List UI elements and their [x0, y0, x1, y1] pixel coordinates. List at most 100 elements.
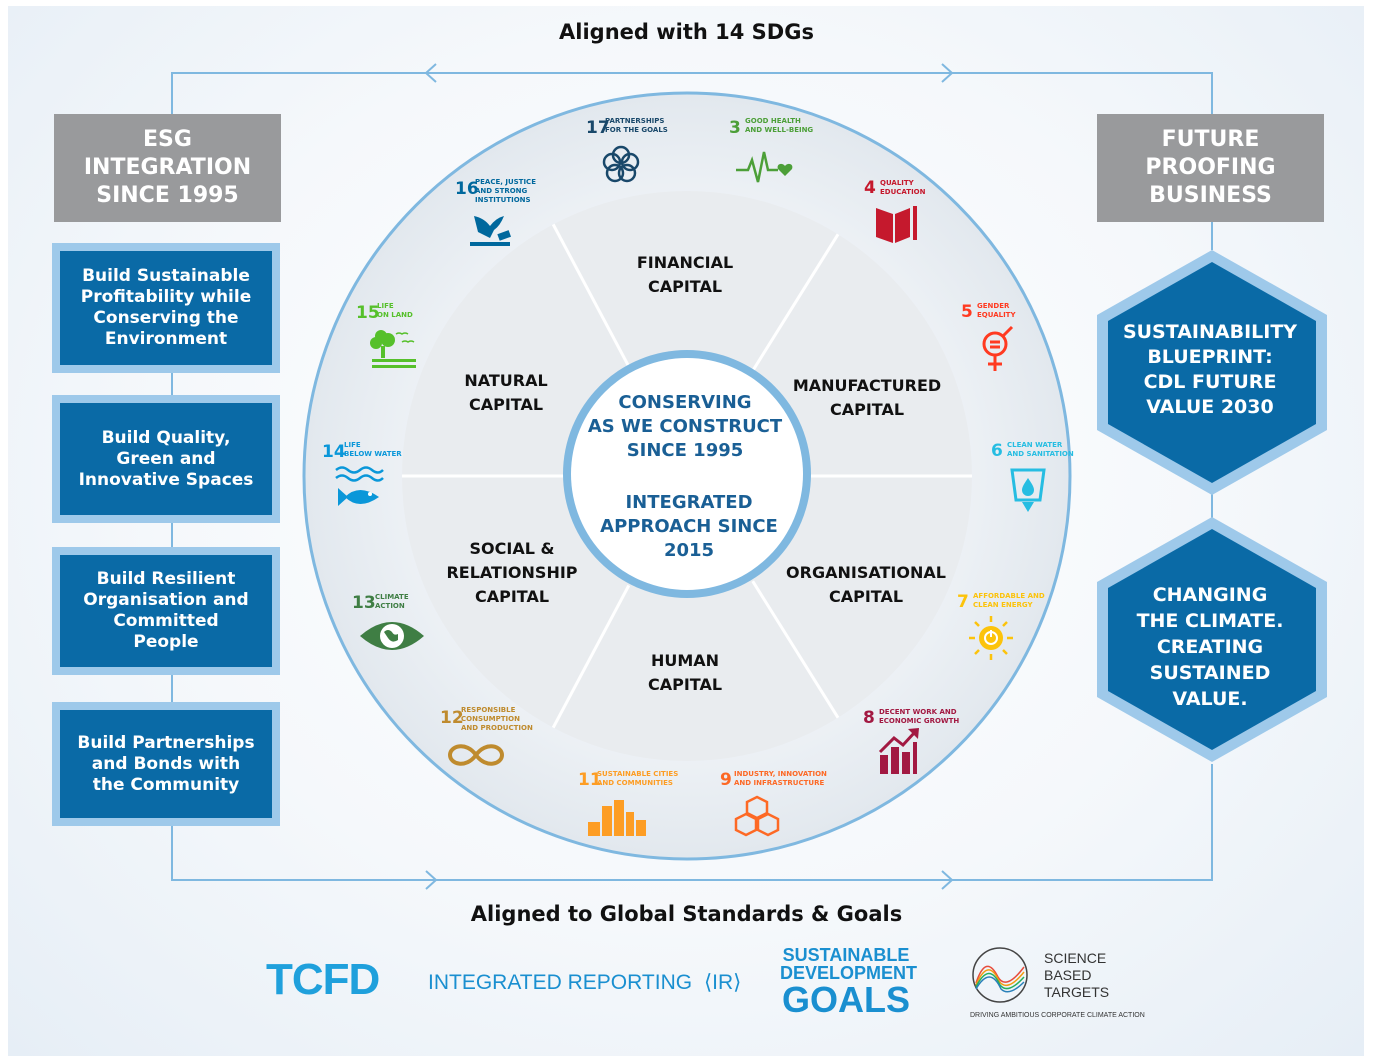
center-circle: [571, 358, 803, 590]
top-heading: Aligned with 14 SDGs: [559, 20, 814, 44]
sdg-13-number: 13: [352, 593, 376, 613]
sdg-6-label-1: CLEAN WATER: [1007, 441, 1063, 449]
hexagon-1: [1108, 262, 1316, 483]
fish-icon: [335, 466, 384, 506]
capital-manufactured-2: CAPITAL: [830, 400, 904, 419]
water-glass-icon: [1010, 468, 1046, 512]
capital-financial-1: FINANCIAL: [637, 253, 733, 272]
capital-natural-1: NATURAL: [464, 371, 547, 390]
sun-power-icon: [969, 616, 1013, 660]
capital-dividers: [402, 223, 972, 729]
center-line-1: CONSERVING: [618, 392, 751, 413]
sdg-6: 6 CLEAN WATER AND SANITATION: [991, 441, 1074, 512]
sdg-17-label-1: PARTNERSHIPS: [605, 117, 664, 125]
sdg-3-label-1: GOOD HEALTH: [745, 117, 801, 125]
gender-equality-icon: [982, 325, 1014, 371]
sdg-8-number: 8: [863, 708, 875, 728]
sdg-4-label-2: EDUCATION: [880, 188, 926, 196]
heartbeat-icon: [736, 151, 793, 183]
capital-manufactured-1: MANUFACTURED: [793, 376, 941, 395]
sdg-15-number: 15: [356, 303, 380, 323]
sdg-3-number: 3: [729, 118, 741, 138]
ir-mark-text: IR: [712, 971, 734, 994]
city-icon: [588, 800, 646, 836]
sdg-8-label-2: ECONOMIC GROWTH: [879, 717, 959, 725]
sbt-tagline: DRIVING AMBITIOUS CORPORATE CLIMATE ACTI…: [970, 1012, 1145, 1019]
sdg-16-label-1: PEACE, JUSTICE: [475, 178, 536, 186]
sdg-5-number: 5: [961, 302, 973, 322]
sdg-7-label-2: CLEAN ENERGY: [973, 601, 1033, 609]
sdg-5-label-1: GENDER: [977, 302, 1010, 310]
sdg-11: 11 SUSTAINABLE CITIES AND COMMUNITIES: [578, 770, 678, 836]
center-line-4: INTEGRATED: [625, 492, 752, 513]
pillar-box-4-text: Build Partnerships and Bonds with the Co…: [60, 710, 272, 818]
sdg-9-number: 9: [720, 770, 732, 790]
sdg-3-label-2: AND WELL-BEING: [745, 126, 813, 134]
pillar-box-2-text: Build Quality, Green and Innovative Spac…: [60, 403, 272, 515]
sdg-9: 9 INDUSTRY, INNOVATION AND INFRASTRUCTUR…: [720, 770, 827, 837]
sbt-swoosh-icon: [972, 947, 1028, 1003]
capital-natural-2: CAPITAL: [469, 395, 543, 414]
sdg-4-label-1: QUALITY: [880, 179, 915, 187]
sbt-line-1: SCIENCE: [1044, 950, 1107, 966]
sdg-8-label-1: DECENT WORK AND: [879, 708, 957, 716]
capital-social-1: SOCIAL &: [470, 539, 555, 558]
growth-chart-icon: [878, 728, 919, 774]
sdg-logo-line-3: GOALS: [781, 979, 910, 1020]
sdg-14: 14 LIFE BELOW WATER: [322, 441, 402, 506]
center-line-3: SINCE 1995: [627, 440, 744, 461]
capital-divider-5: [551, 584, 631, 729]
sdg-7-label-1: AFFORDABLE AND: [973, 592, 1045, 600]
hexagon-shapes: [1097, 250, 1327, 762]
sdg-4-number: 4: [864, 178, 876, 198]
cubes-icon: [734, 795, 780, 837]
tcfd-logo: TCFD: [266, 955, 380, 1004]
bottom-heading: Aligned to Global Standards & Goals: [470, 902, 903, 926]
sdg-11-label-2: AND COMMUNITIES: [597, 779, 673, 787]
sdg-15-label-2: ON LAND: [377, 311, 413, 319]
sbt-line-2: BASED: [1044, 967, 1092, 983]
sdg-9-label-1: INDUSTRY, INNOVATION: [734, 770, 827, 778]
sdg-12-label-3: AND PRODUCTION: [461, 724, 533, 732]
sdg-13: 13 CLIMATE ACTION: [352, 593, 424, 650]
sdg-14-number: 14: [322, 442, 346, 462]
sdg-12: 12 RESPONSIBLE CONSUMPTION AND PRODUCTIO…: [440, 706, 533, 766]
sdg-5: 5 GENDER EQUALITY: [961, 302, 1016, 371]
sdg-14-label-2: BELOW WATER: [344, 450, 402, 458]
sdg-16: 16 PEACE, JUSTICE AND STRONG INSTITUTION…: [455, 178, 536, 246]
capital-divider-4: [751, 580, 840, 719]
sdg-15: 15 LIFE ON LAND: [356, 302, 416, 368]
sdg-17: 17 PARTNERSHIPS FOR THE GOALS: [586, 117, 668, 183]
earth-eye-icon: [360, 622, 424, 650]
pillar-box-1-text: Build Sustainable Profitability while Co…: [60, 251, 272, 365]
sdg-logo-line-1: SUSTAINABLE: [782, 945, 910, 965]
capital-divider-2: [751, 233, 840, 372]
climate-value-label: CHANGING THE CLIMATE. CREATING SUSTAINED…: [1136, 584, 1284, 710]
sdg-4: 4 QUALITY EDUCATION: [864, 178, 926, 243]
sdg-8: 8 DECENT WORK AND ECONOMIC GROWTH: [863, 708, 959, 774]
sdg-9-label-2: AND INFRASTRUCTURE: [734, 779, 824, 787]
sbt-line-3: TARGETS: [1044, 984, 1110, 1000]
sdg-14-label-1: LIFE: [344, 441, 361, 449]
esg-integration-header: ESG INTEGRATION SINCE 1995: [54, 114, 281, 222]
center-line-2: AS WE CONSTRUCT: [588, 416, 783, 437]
flower-icon: [602, 145, 640, 183]
sdg-11-number: 11: [578, 770, 602, 790]
sdg-7-number: 7: [957, 592, 969, 612]
ir-mark-icon: ⟨IR⟩: [703, 971, 742, 994]
sdg-16-number: 16: [455, 179, 479, 199]
sdg-6-label-2: AND SANITATION: [1007, 450, 1074, 458]
infinity-icon: [447, 744, 505, 766]
sdg-15-label-1: LIFE: [377, 302, 394, 310]
sbt-logo-text: SCIENCE BASED TARGETS: [1044, 950, 1109, 1001]
capital-organisational-1: ORGANISATIONAL: [786, 563, 946, 582]
sdg-7: 7 AFFORDABLE AND CLEAN ENERGY: [957, 592, 1045, 660]
center-line-5: APPROACH SINCE: [600, 516, 778, 537]
sdg-16-label-2: AND STRONG: [475, 187, 528, 195]
capital-financial-2: CAPITAL: [648, 277, 722, 296]
book-icon: [876, 206, 917, 243]
sdg-16-label-3: INSTITUTIONS: [475, 196, 531, 204]
dove-gavel-icon: [470, 216, 512, 246]
sdg-6-number: 6: [991, 441, 1003, 461]
blueprint-label: SUSTAINABILITY BLUEPRINT: CDL FUTURE VAL…: [1122, 321, 1298, 418]
